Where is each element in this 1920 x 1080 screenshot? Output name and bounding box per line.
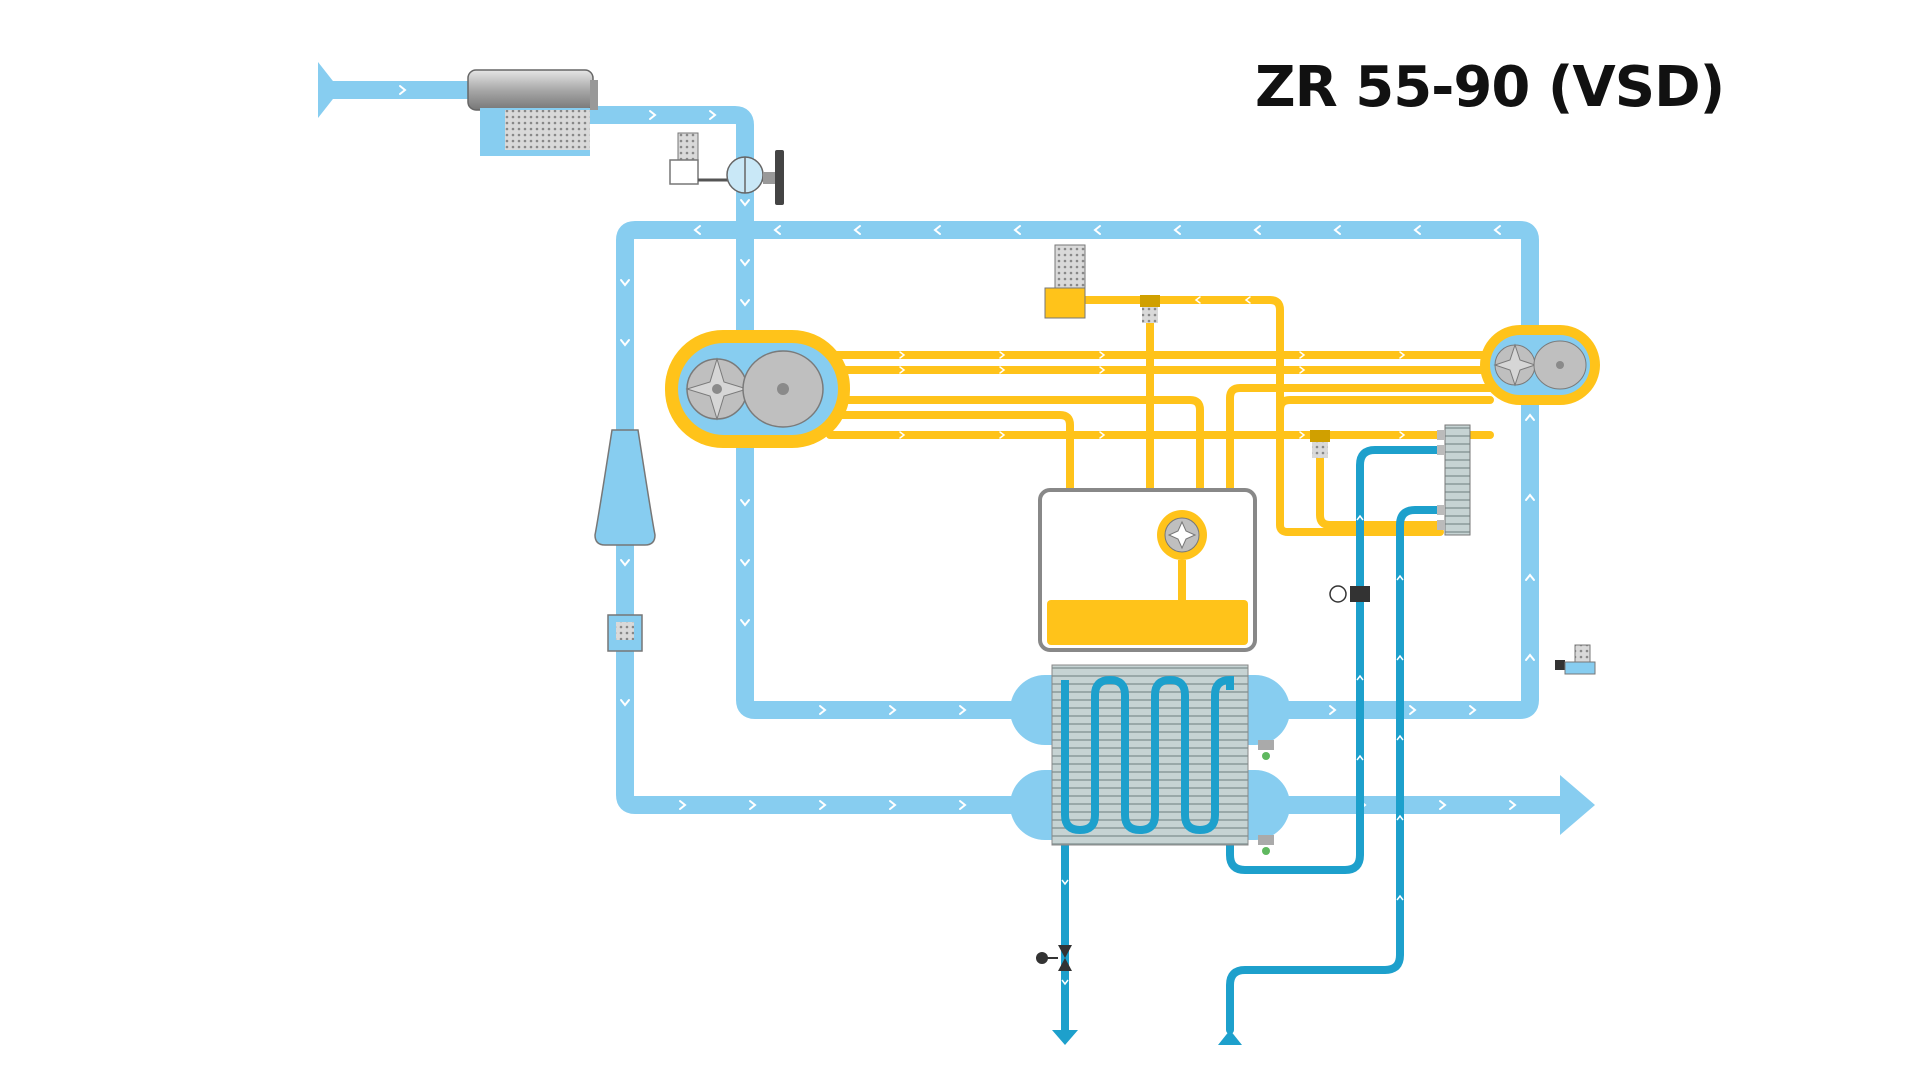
oil-thermostatic-valve-icon bbox=[1044, 244, 1086, 319]
page-title: ZR 55-90 (VSD) bbox=[1255, 55, 1725, 120]
condensate-drain-aftercooler bbox=[1258, 835, 1274, 855]
oil-filter-small-icon-2 bbox=[1310, 430, 1330, 458]
air-outlet-arrow-icon bbox=[1560, 775, 1595, 835]
check-valve-icon bbox=[607, 614, 643, 652]
air-top-loop bbox=[616, 221, 1539, 814]
water-inlet-icon bbox=[1218, 1030, 1242, 1045]
air-lines bbox=[321, 81, 1584, 814]
water-flow-chevrons bbox=[1061, 514, 1404, 986]
condensate-drain-intercooler bbox=[1258, 740, 1274, 760]
water-regulating-valve-icon bbox=[1329, 585, 1370, 603]
water-drain-valve-icon bbox=[1036, 945, 1072, 971]
air-flow-chevrons bbox=[399, 85, 1535, 810]
water-lines bbox=[1061, 446, 1449, 1034]
oil-lines bbox=[826, 296, 1494, 536]
oil-cooler-icon bbox=[1437, 424, 1471, 536]
oil-pump-icon bbox=[1157, 510, 1207, 560]
air-inlet-filter-icon bbox=[467, 69, 598, 156]
oil-tank-icon bbox=[1038, 488, 1257, 652]
air-inlet-triangle-icon bbox=[318, 62, 340, 118]
low-pressure-compressor-element-icon bbox=[665, 330, 850, 448]
outlet-sensor-icon bbox=[1555, 644, 1596, 675]
oil-filter-small-icon bbox=[1140, 295, 1160, 323]
oil-flow-chevrons bbox=[899, 296, 1406, 439]
pulsation-damper-icon bbox=[594, 429, 656, 546]
inlet-throttle-valve-icon bbox=[669, 132, 784, 205]
air-pipe-to-lp bbox=[581, 106, 754, 389]
water-outlet-arrow-icon bbox=[1052, 1030, 1078, 1045]
high-pressure-compressor-element-icon bbox=[1480, 325, 1600, 405]
cooler-fin-block bbox=[1051, 664, 1249, 846]
air-pipe-intercooler-to-hp bbox=[1271, 386, 1539, 719]
air-pipe-lp-to-intercooler bbox=[736, 411, 1039, 719]
